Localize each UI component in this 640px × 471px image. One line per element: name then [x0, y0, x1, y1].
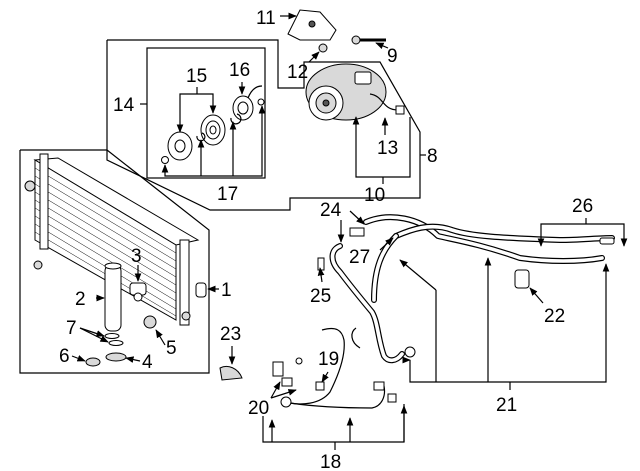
callout-17: 17: [217, 184, 238, 205]
callout-25: 25: [310, 286, 331, 307]
callout-22: 22: [544, 306, 565, 327]
compressor-bolt: [351, 35, 386, 45]
drier-bracket: [129, 282, 147, 302]
callout-10: 10: [364, 185, 385, 206]
leader-lines: [71, 12, 628, 450]
o-rings: [104, 333, 124, 346]
condenser-mount: [195, 282, 207, 298]
callout-3: 3: [131, 246, 142, 267]
compressor-bracket: [287, 9, 337, 41]
condenser-group-box: [19, 149, 210, 374]
callout-18: 18: [320, 452, 341, 471]
callout-1: 1: [221, 280, 232, 301]
callout-21: 21: [496, 395, 517, 416]
callout-16: 16: [229, 60, 250, 81]
ac-compressor: [305, 63, 405, 121]
callout-14: 14: [113, 95, 135, 116]
callout-9: 9: [387, 46, 398, 67]
discharge-suction-lines: [317, 214, 615, 364]
callout-6: 6: [59, 346, 70, 367]
callout-13: 13: [377, 138, 398, 159]
callout-24: 24: [320, 200, 342, 221]
drier-plug: [85, 357, 101, 367]
callout-8: 8: [427, 146, 438, 167]
line-clip: [315, 381, 325, 391]
liquid-line: [280, 327, 397, 409]
callout-12: 12: [287, 62, 308, 83]
receiver-drier: [104, 262, 122, 332]
callout-7: 7: [66, 318, 77, 339]
condenser-bolt: [143, 315, 157, 329]
callout-15: 15: [186, 66, 207, 87]
callout-labels: 1 2 3 4 5 6 7 8 9 10 11 12 13 14 15 16 1…: [59, 8, 593, 471]
callout-4: 4: [142, 352, 153, 373]
callout-20: 20: [248, 398, 269, 419]
callout-2: 2: [75, 289, 86, 310]
callout-27: 27: [349, 247, 370, 268]
callout-23: 23: [220, 324, 241, 345]
drier-cap: [105, 352, 127, 362]
callout-11: 11: [256, 8, 276, 29]
bracket-nut: [318, 43, 328, 53]
pressure-switch: [272, 357, 303, 387]
callout-26: 26: [572, 196, 593, 217]
heat-shield: [219, 365, 243, 381]
callout-5: 5: [166, 338, 177, 359]
callout-19: 19: [318, 349, 339, 370]
